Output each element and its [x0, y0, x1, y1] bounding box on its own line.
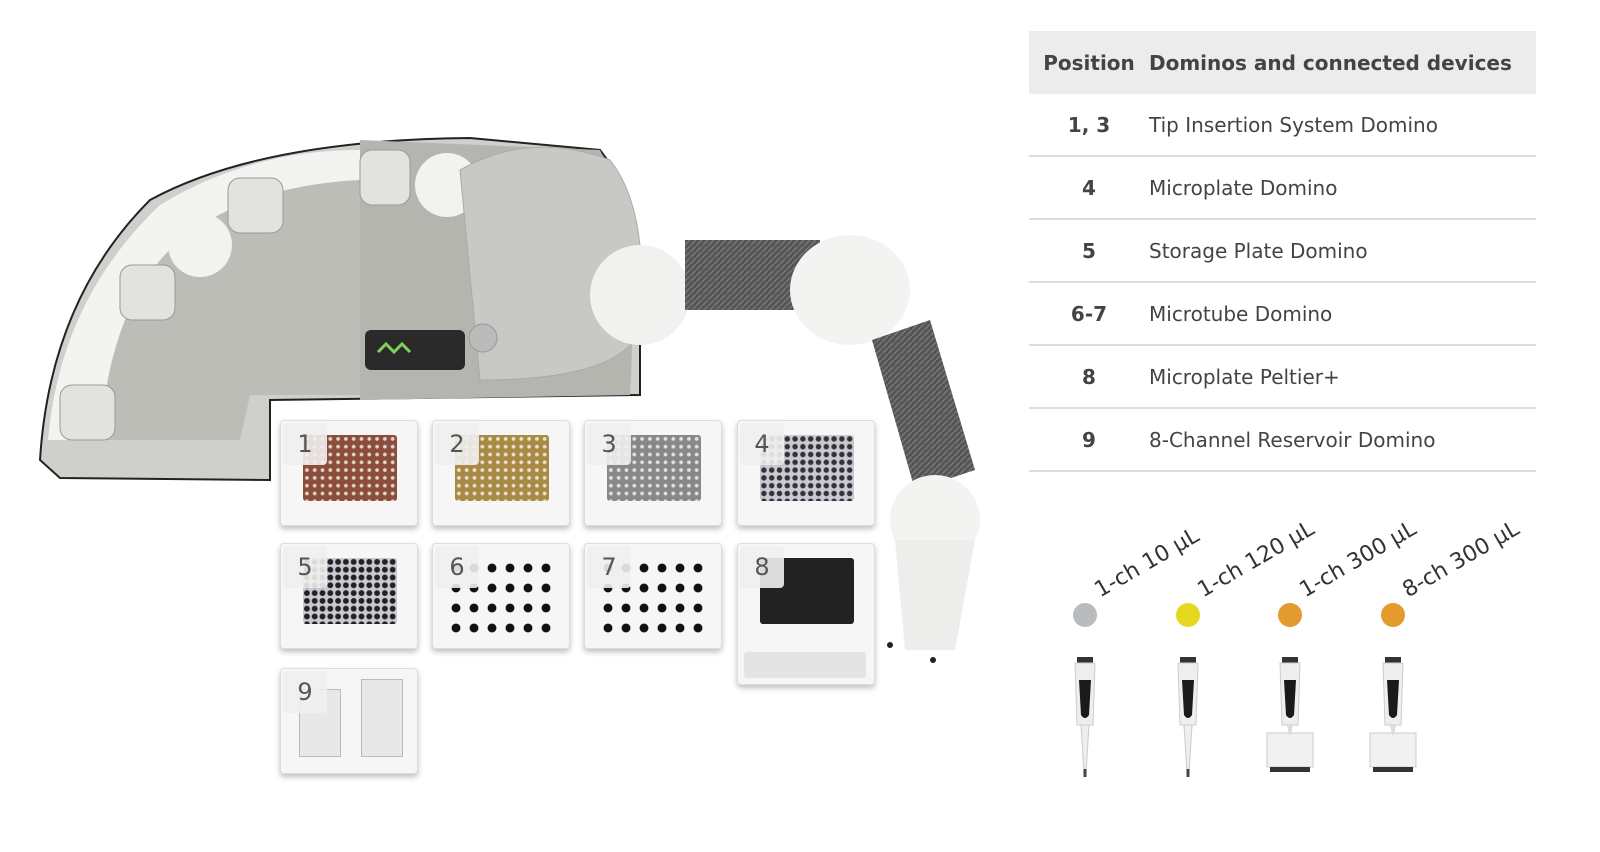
row-position: 5	[1029, 219, 1149, 283]
deck-tile-7[interactable]: 7	[584, 543, 722, 649]
pipette-label: 1-ch 10 µL	[1090, 523, 1204, 603]
tile-number: 8	[740, 546, 784, 588]
pipette-color-dot	[1175, 603, 1200, 627]
row-position: 1, 3	[1029, 94, 1149, 157]
deck-tile-8[interactable]: 8	[737, 543, 875, 685]
deck-tile-6[interactable]: 6	[432, 543, 570, 649]
deck-tile-5[interactable]: 5	[280, 543, 418, 649]
tile-number: 9	[283, 671, 327, 713]
row-device: 8-Channel Reservoir Domino	[1149, 408, 1536, 472]
tile-number: 7	[587, 546, 631, 588]
peltier-base	[744, 652, 866, 678]
deck-tile-1[interactable]: 1	[280, 420, 418, 526]
row-position: 6-7	[1029, 282, 1149, 346]
row-device: Storage Plate Domino	[1149, 219, 1536, 283]
tile-number: 2	[435, 423, 479, 465]
row-device: Microtube Domino	[1149, 282, 1536, 346]
row-device: Tip Insertion System Domino	[1149, 94, 1536, 157]
deck-tile-2[interactable]: 2	[432, 420, 570, 526]
row-device: Microplate Peltier+	[1149, 345, 1536, 409]
microplate	[760, 435, 854, 501]
deck-tile-9[interactable]: 9	[280, 668, 418, 774]
tile-number: 5	[283, 546, 327, 588]
pipette-label: 1-ch 120 µL	[1193, 516, 1319, 603]
row-position: 8	[1029, 345, 1149, 409]
deck-tile-3[interactable]: 3	[584, 420, 722, 526]
pipette-icon	[1055, 655, 1115, 784]
header-devices: Dominos and connected devices	[1149, 31, 1536, 94]
pipette-color-dot	[1073, 603, 1097, 627]
tile-number: 4	[740, 423, 784, 465]
domino-table: Position Dominos and connected devices 1…	[1029, 31, 1536, 472]
reservoir	[361, 679, 403, 757]
robot-illustration	[38, 136, 980, 663]
pipette-label: 8-ch 300 µL	[1398, 516, 1524, 603]
tile-number: 6	[435, 546, 479, 588]
tile-number: 1	[283, 423, 327, 465]
pipette-icon	[1260, 655, 1320, 784]
pipette-color-dot	[1278, 603, 1302, 627]
pipette-icon	[1363, 655, 1423, 784]
robot-arm	[459, 146, 980, 663]
table-header: Position Dominos and connected devices	[1029, 31, 1536, 94]
pipette-icon	[1158, 655, 1218, 784]
row-device: Microplate Domino	[1149, 156, 1536, 220]
tile-number: 3	[587, 423, 631, 465]
row-position: 9	[1029, 408, 1149, 472]
deck-tile-4[interactable]: 4	[737, 420, 875, 526]
pipette-color-dot	[1380, 603, 1405, 627]
row-position: 4	[1029, 156, 1149, 220]
header-position: Position	[1029, 31, 1149, 94]
